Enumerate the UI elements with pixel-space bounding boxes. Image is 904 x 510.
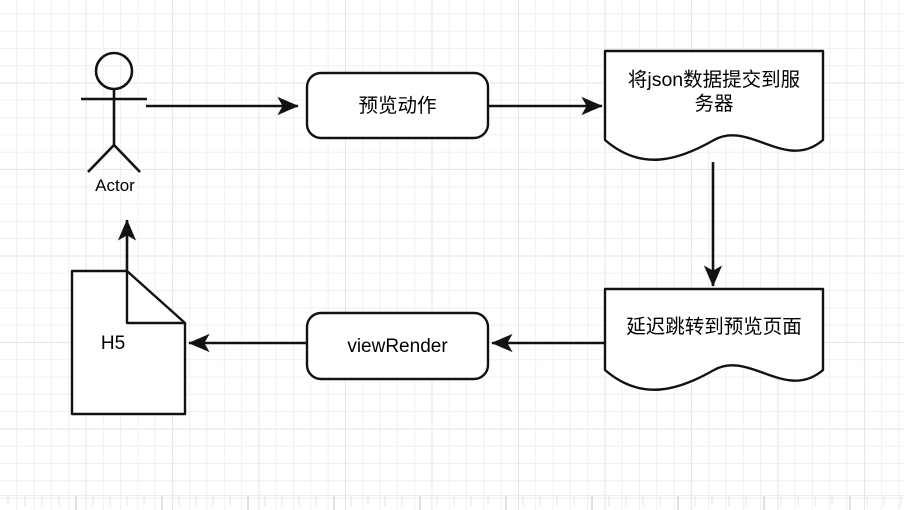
- ruler-ticks: [7, 496, 902, 510]
- actor-right-leg-line: [113, 144, 141, 173]
- node-delay-redirect-label: 延迟跳转到预览页面: [626, 316, 802, 338]
- node-submit-json-label-line2: 务器: [694, 93, 733, 115]
- bottom-ruler: [0, 495, 904, 510]
- actor-figure[interactable]: Actor: [81, 51, 147, 195]
- actor-head-icon: [94, 51, 134, 91]
- node-preview-action-label: 预览动作: [358, 95, 436, 117]
- node-h5-page-fold-icon: [125, 271, 185, 325]
- node-submit-json[interactable]: 将json数据提交到服 务器: [603, 49, 825, 161]
- node-preview-action[interactable]: 预览动作: [305, 71, 490, 140]
- node-preview-action-shape: [305, 71, 490, 140]
- actor-label: Actor: [95, 176, 135, 195]
- node-delay-redirect-shape: [603, 287, 825, 391]
- node-view-render-label: viewRender: [347, 336, 448, 357]
- node-h5-page-shape: [70, 269, 187, 416]
- node-delay-redirect[interactable]: 延迟跳转到预览页面: [603, 287, 825, 391]
- actor-left-leg-line: [87, 144, 115, 173]
- node-view-render-shape: [305, 311, 490, 381]
- node-h5-page-label: H5: [101, 333, 125, 354]
- node-h5-page[interactable]: H5: [70, 269, 187, 416]
- node-submit-json-label-line1: 将json数据提交到服: [628, 69, 800, 91]
- node-view-render[interactable]: viewRender: [305, 311, 490, 381]
- node-submit-json-shape: [603, 49, 825, 161]
